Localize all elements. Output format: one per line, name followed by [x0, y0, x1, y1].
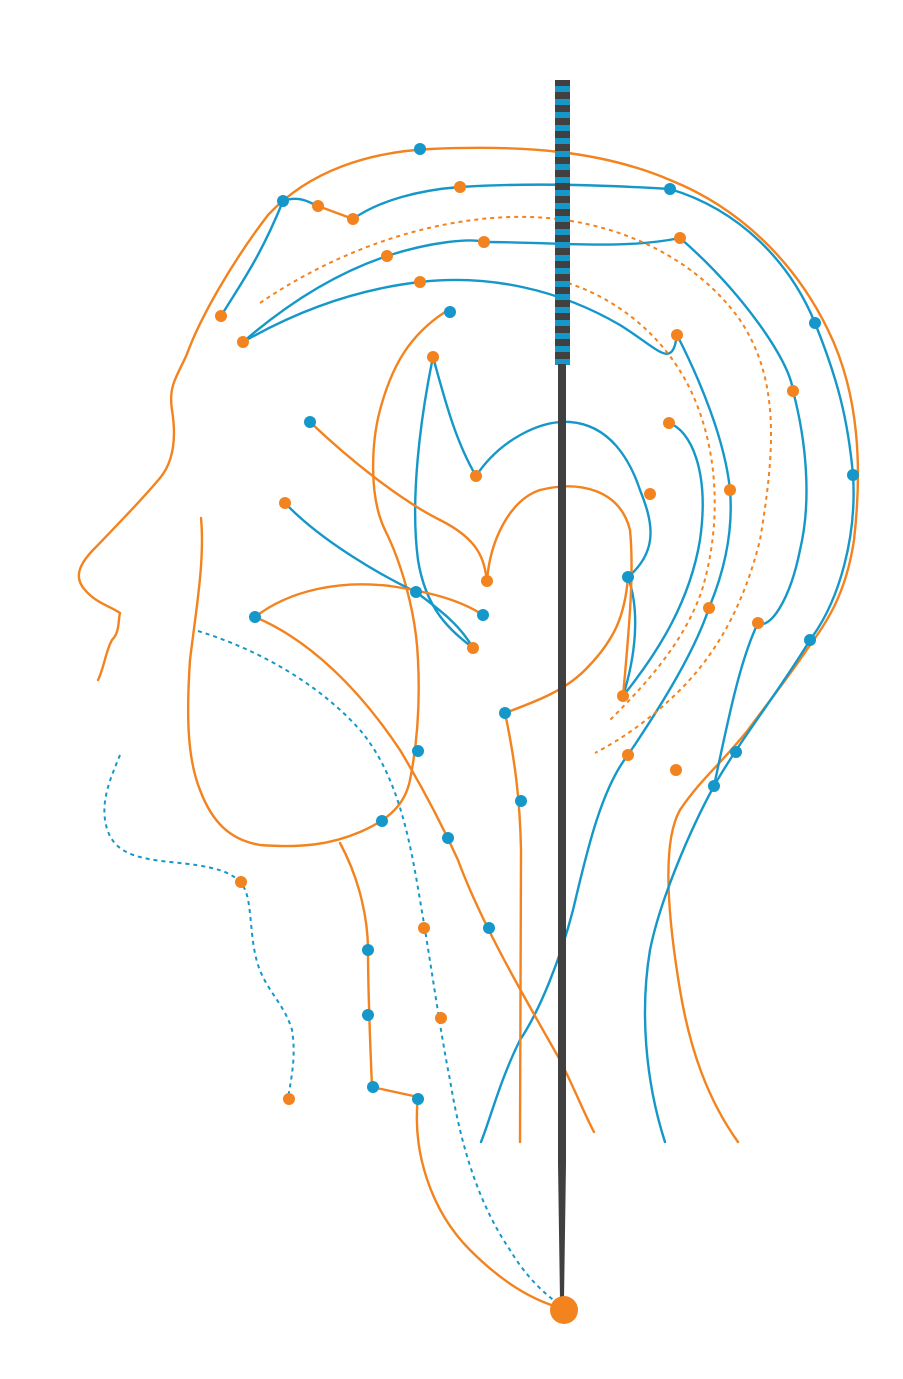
- acupoint-orange: [670, 764, 682, 776]
- needle-stripe: [555, 177, 570, 183]
- head-top-meridians: [219, 183, 855, 1144]
- acupoint-orange: [435, 1012, 447, 1024]
- needle-stripe: [555, 307, 570, 313]
- jaw-outline: [186, 310, 566, 1311]
- acupoint-orange: [724, 484, 736, 496]
- acupoint-blue: [376, 815, 388, 827]
- needle-stripe: [555, 359, 570, 365]
- acupoint-orange: [663, 417, 675, 429]
- acupoint-orange: [671, 329, 683, 341]
- acupuncture-points: [215, 143, 859, 1105]
- acupoint-blue: [277, 195, 289, 207]
- acupoint-blue: [410, 586, 422, 598]
- acupoint-blue: [412, 745, 424, 757]
- acupoint-orange: [237, 336, 249, 348]
- throat-dotted-lines: [103, 630, 561, 1306]
- acupoint-orange: [418, 922, 430, 934]
- needle-stripe: [555, 242, 570, 248]
- needle-stripe: [555, 86, 570, 92]
- acupoint-orange: [381, 250, 393, 262]
- acupoint-orange: [279, 497, 291, 509]
- acupoint-blue: [412, 1093, 424, 1105]
- needle-stripe: [555, 333, 570, 339]
- acupoint-blue: [809, 317, 821, 329]
- acupoint-orange: [414, 276, 426, 288]
- acupoint-blue: [515, 795, 527, 807]
- acupoint-orange: [674, 232, 686, 244]
- acupoint-blue: [622, 571, 634, 583]
- acupoint-orange: [478, 236, 490, 248]
- acupoint-blue: [367, 1081, 379, 1093]
- acupoint-blue: [804, 634, 816, 646]
- acupoint-blue: [414, 143, 426, 155]
- acupoint-orange: [454, 181, 466, 193]
- acupoint-blue: [362, 944, 374, 956]
- acupoint-orange: [787, 385, 799, 397]
- needle-stripe: [555, 138, 570, 144]
- acupoint-orange: [617, 690, 629, 702]
- needle-stripe: [555, 346, 570, 352]
- acupoint-orange: [470, 470, 482, 482]
- acupoint-blue: [444, 306, 456, 318]
- acupoint-blue: [442, 832, 454, 844]
- acupoint-orange: [235, 876, 247, 888]
- acupoint-orange: [215, 310, 227, 322]
- acupoint-blue: [499, 707, 511, 719]
- acupoint-blue: [477, 609, 489, 621]
- needle-stripe: [555, 190, 570, 196]
- acupuncture-needle: [550, 80, 578, 1324]
- needle-stripe: [555, 112, 570, 118]
- needle-stripe: [555, 125, 570, 131]
- acupoint-blue: [730, 746, 742, 758]
- acupoint-orange: [347, 213, 359, 225]
- needle-stripe: [555, 164, 570, 170]
- needle-stripe: [555, 216, 570, 222]
- acupoint-blue: [708, 780, 720, 792]
- needle-tip-point: [550, 1296, 578, 1324]
- acupoint-blue: [664, 183, 676, 195]
- needle-stripe: [555, 203, 570, 209]
- needle-stripe: [555, 268, 570, 274]
- needle-stripe: [555, 294, 570, 300]
- acupoint-blue: [362, 1009, 374, 1021]
- acupoint-orange: [644, 488, 656, 500]
- needle-stripe: [555, 99, 570, 105]
- acupoint-orange: [622, 749, 634, 761]
- acupoint-orange: [283, 1093, 295, 1105]
- acupoint-orange: [703, 602, 715, 614]
- acupoint-orange: [752, 617, 764, 629]
- acupoint-orange: [467, 642, 479, 654]
- needle-stripe: [555, 320, 570, 326]
- acupoint-blue: [249, 611, 261, 623]
- needle-stripe: [555, 151, 570, 157]
- acupoint-orange: [312, 200, 324, 212]
- acupoint-blue: [483, 922, 495, 934]
- acupoint-blue: [304, 416, 316, 428]
- needle-stripe: [555, 281, 570, 287]
- needle-stripe: [555, 229, 570, 235]
- acupoint-orange: [427, 351, 439, 363]
- needle-stripe: [555, 255, 570, 261]
- acupoint-blue: [847, 469, 859, 481]
- acupoint-orange: [481, 575, 493, 587]
- needle-handle-stripes: [555, 86, 570, 365]
